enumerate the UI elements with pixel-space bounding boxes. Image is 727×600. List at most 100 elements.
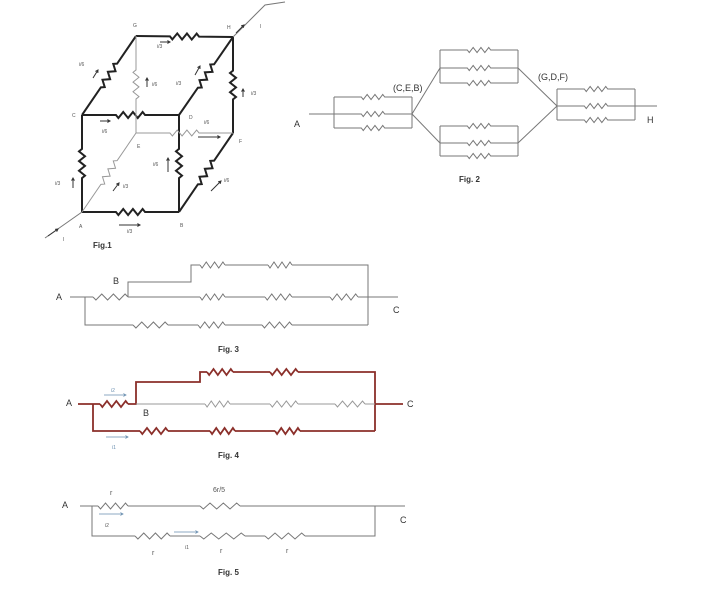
resistor [82, 110, 179, 120]
current-arrow-icon [194, 65, 201, 76]
wire [517, 67, 558, 107]
resistor [174, 115, 184, 212]
node-G: G [133, 23, 137, 29]
resistor [99, 399, 129, 409]
resistor [132, 321, 169, 329]
node-D: D [189, 115, 193, 121]
wire [517, 105, 558, 144]
current-AC: i/3 [55, 181, 61, 187]
fig2-node-GDF: (G,D,F) [538, 72, 568, 82]
current-arrow-icon [160, 40, 172, 44]
fig4-node-B: B [143, 408, 149, 418]
fig5-node-C: C [400, 515, 407, 525]
wire [91, 506, 135, 537]
fig3: A B C Fig. 3 [56, 276, 400, 354]
wire [92, 404, 140, 432]
fig5: A C r 6r/5 r r r i2 i1 Fig. 5 [62, 487, 407, 577]
current-arrow-icon [104, 393, 127, 397]
resistor [199, 502, 241, 510]
fig4-current-i2: i2 [111, 388, 115, 394]
current-arrow-icon [241, 87, 245, 97]
current-EF: i/6 [204, 120, 210, 126]
resistor [440, 139, 518, 147]
resistor [557, 102, 635, 110]
fig5-r-6-5: 6r/5 [213, 487, 225, 494]
wire [305, 506, 376, 537]
current-EG: i/6 [152, 82, 158, 88]
resistor [209, 426, 236, 436]
output-lead [232, 1, 286, 38]
node-B: B [180, 223, 184, 229]
current-arrow-icon [145, 76, 149, 87]
fig4-node-C: C [407, 399, 414, 409]
resistor [264, 532, 306, 540]
current-in: I [63, 237, 64, 243]
current-arrow-icon [174, 530, 199, 534]
resistor [136, 129, 233, 137]
resistor [199, 261, 226, 269]
fig2-node-CEB: (C,E,B) [393, 83, 423, 93]
wire [84, 297, 133, 326]
current-CD: i/6 [102, 129, 108, 135]
node-F: F [239, 139, 242, 145]
fig4: A B C i2 i1 Fig. 4 [66, 388, 414, 460]
resistor [178, 36, 234, 116]
resistor [178, 132, 234, 213]
wires [44, 1, 657, 540]
resistor [261, 321, 293, 329]
current-arrow-icon [166, 156, 170, 172]
resistor [92, 293, 129, 301]
resistor [199, 293, 226, 301]
current-arrow-icon [106, 435, 129, 439]
wire [128, 371, 207, 405]
fig5-current-i2: i2 [105, 523, 109, 529]
resistor [440, 64, 518, 72]
current-arrow-icon [112, 182, 120, 192]
current-arrow-icon [198, 135, 222, 139]
fig5-r-bottom-2: r [220, 548, 223, 555]
current-arrow-icon [210, 180, 222, 192]
fig5-caption: Fig. 5 [218, 568, 239, 577]
fig5-current-i1: i1 [185, 545, 189, 551]
current-arrow-icon [99, 512, 124, 516]
current-arrow-icon [235, 24, 245, 34]
node-C: C [72, 113, 76, 119]
resistor [132, 36, 140, 133]
fig4-current-i1: i1 [112, 445, 116, 451]
current-DH: i/3 [176, 81, 182, 87]
fig5-r-bottom-1: r [152, 550, 155, 557]
wire [127, 264, 200, 297]
current-arrow-icon [71, 176, 75, 188]
resistor [264, 293, 293, 301]
fig1-caption: Fig.1 [93, 241, 112, 250]
fig2-node-H: H [647, 115, 654, 125]
resistor [197, 321, 226, 329]
resistor [267, 261, 293, 269]
current-DB: i/6 [153, 162, 159, 168]
fig3-caption: Fig. 3 [218, 345, 239, 354]
resistor [557, 85, 635, 93]
wire [292, 264, 369, 325]
fig5-node-A: A [62, 500, 68, 510]
fig4-caption: Fig. 4 [218, 451, 239, 460]
resistor [77, 115, 87, 212]
current-arrow-icon [100, 119, 112, 123]
node-E: E [137, 144, 141, 150]
current-arrow-icon [92, 69, 99, 79]
resistor [206, 367, 234, 377]
current-AB: i/3 [127, 229, 133, 235]
resistor [139, 426, 169, 436]
current-FH: i/3 [251, 91, 257, 97]
resistor [135, 31, 234, 42]
resistor [269, 400, 299, 408]
resistor [81, 35, 137, 116]
current-AE: i/3 [123, 184, 129, 190]
node-H: H [227, 25, 231, 31]
fig2-node-A: A [294, 119, 300, 129]
resistor [334, 110, 412, 118]
fig4-node-A: A [66, 398, 72, 408]
resistor [228, 37, 238, 133]
wire [411, 113, 441, 144]
wire [298, 371, 376, 431]
